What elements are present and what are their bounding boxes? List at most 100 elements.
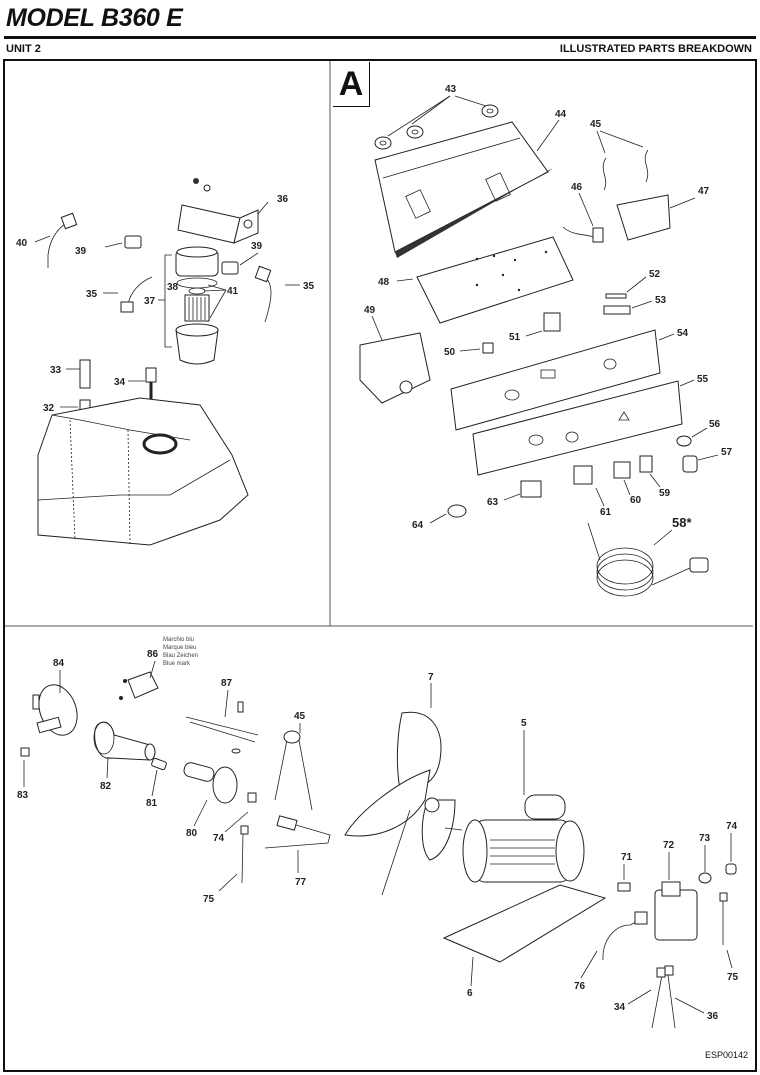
hose-nut bbox=[719, 892, 728, 902]
mounting-plate-part bbox=[416, 236, 574, 324]
plug-part bbox=[689, 557, 709, 573]
top-right-callouts: 43 44 45 46 47 48 52 53 49 51 54 50 55 5… bbox=[364, 84, 733, 546]
screw-part bbox=[193, 178, 199, 184]
callout-37: 37 bbox=[144, 296, 156, 307]
callout-81: 81 bbox=[146, 798, 158, 809]
solenoid-part bbox=[661, 881, 681, 897]
switch-part bbox=[613, 461, 631, 479]
nozzle-holder-part bbox=[183, 762, 215, 782]
hose-nut bbox=[240, 825, 249, 835]
elbow-part bbox=[725, 863, 737, 875]
hose-nut bbox=[254, 265, 272, 283]
callout-63: 63 bbox=[487, 497, 499, 508]
washer-part bbox=[231, 748, 241, 754]
callout-80: 80 bbox=[186, 828, 198, 839]
callout-58: 58* bbox=[672, 515, 692, 530]
photocell-cable bbox=[264, 824, 331, 849]
note-line: Blau Zeichen bbox=[163, 653, 198, 659]
electrode-screw bbox=[237, 701, 244, 713]
electrode-part bbox=[189, 721, 256, 743]
electrode-bracket-part bbox=[127, 671, 159, 699]
control-housing-part bbox=[374, 121, 549, 253]
nut-part bbox=[20, 747, 30, 757]
motor-base-part bbox=[442, 884, 607, 963]
callout-52: 52 bbox=[649, 269, 661, 280]
relay-part bbox=[543, 312, 561, 332]
group-bracket bbox=[164, 254, 172, 348]
filler-neck-part bbox=[142, 433, 178, 455]
nipple-part bbox=[221, 261, 239, 275]
bracket-hole bbox=[243, 219, 253, 229]
callout-56: 56 bbox=[709, 419, 721, 430]
callout-74: 74 bbox=[213, 833, 225, 844]
fuel-hose-part bbox=[651, 974, 663, 1029]
capacitor-part bbox=[524, 794, 566, 820]
front-panel-part bbox=[450, 329, 661, 431]
callout-43: 43 bbox=[445, 84, 457, 95]
callout-76: 76 bbox=[574, 981, 586, 992]
callout-5: 5 bbox=[521, 718, 527, 729]
callout-73: 73 bbox=[699, 833, 711, 844]
callout-61: 61 bbox=[600, 507, 612, 518]
callout-6: 6 bbox=[467, 988, 473, 999]
bolt-part bbox=[32, 694, 40, 710]
fuel-pump-part bbox=[654, 889, 698, 941]
note-line: Marque bleu bbox=[163, 645, 196, 651]
grommet-part bbox=[481, 104, 499, 118]
drawing-reference: ESP00142 bbox=[704, 1050, 748, 1060]
control-box-group bbox=[359, 104, 709, 597]
hose-nut bbox=[656, 967, 666, 978]
callout-59: 59 bbox=[659, 488, 671, 499]
callout-39: 39 bbox=[75, 246, 87, 257]
grommet-part bbox=[447, 504, 467, 518]
motor-endcap bbox=[462, 819, 488, 883]
unit-label: UNIT 2 bbox=[6, 43, 41, 55]
callout-50: 50 bbox=[444, 347, 456, 358]
fan-blade-edge bbox=[381, 809, 411, 896]
callout-45: 45 bbox=[590, 119, 602, 130]
terminal-part bbox=[482, 342, 494, 354]
callout-75: 75 bbox=[203, 894, 215, 905]
callout-44: 44 bbox=[555, 109, 567, 120]
head-outlet bbox=[144, 743, 156, 761]
callout-38: 38 bbox=[167, 282, 179, 293]
motor-shaft bbox=[444, 827, 463, 831]
callout-41: 41 bbox=[227, 286, 239, 297]
fuel-hose-part bbox=[667, 974, 676, 1029]
callout-34: 34 bbox=[614, 1002, 626, 1013]
fan-hub-part bbox=[424, 797, 440, 813]
model-title: MODEL B360 E bbox=[6, 4, 183, 32]
filter-bowl-part bbox=[175, 329, 219, 365]
fuel-hose-part bbox=[241, 833, 244, 884]
elbow-part bbox=[247, 792, 257, 803]
callout-40: 40 bbox=[16, 238, 28, 249]
callout-53: 53 bbox=[655, 295, 667, 306]
box-knob bbox=[399, 380, 413, 394]
callout-57: 57 bbox=[721, 447, 733, 458]
callout-74: 74 bbox=[726, 821, 738, 832]
filter-bowl-rim bbox=[175, 323, 219, 337]
nipple-part bbox=[124, 235, 142, 249]
callout-32: 32 bbox=[43, 403, 55, 414]
cable-gland-part bbox=[682, 455, 698, 473]
callout-34: 34 bbox=[114, 377, 126, 388]
connector-part bbox=[592, 227, 604, 243]
bottom-callouts: 84 86 Marchio blu Marque bleu Blau Zeich… bbox=[17, 637, 739, 1022]
callout-48: 48 bbox=[378, 277, 390, 288]
elbow-nut bbox=[60, 212, 78, 230]
callout-64: 64 bbox=[412, 520, 424, 531]
ignition-wire-part bbox=[602, 157, 607, 191]
fan-blade-part bbox=[421, 799, 456, 861]
seal-part bbox=[188, 287, 206, 295]
power-cord-part bbox=[587, 522, 709, 597]
fuse-part bbox=[605, 293, 627, 299]
callout-46: 46 bbox=[571, 182, 583, 193]
callout-87: 87 bbox=[221, 678, 233, 689]
ignition-wire-part bbox=[297, 734, 313, 811]
fitting-part bbox=[145, 367, 157, 383]
callout-77: 77 bbox=[295, 877, 307, 888]
callout-60: 60 bbox=[630, 495, 642, 506]
cable-part bbox=[562, 226, 598, 241]
screw-part bbox=[203, 184, 211, 192]
